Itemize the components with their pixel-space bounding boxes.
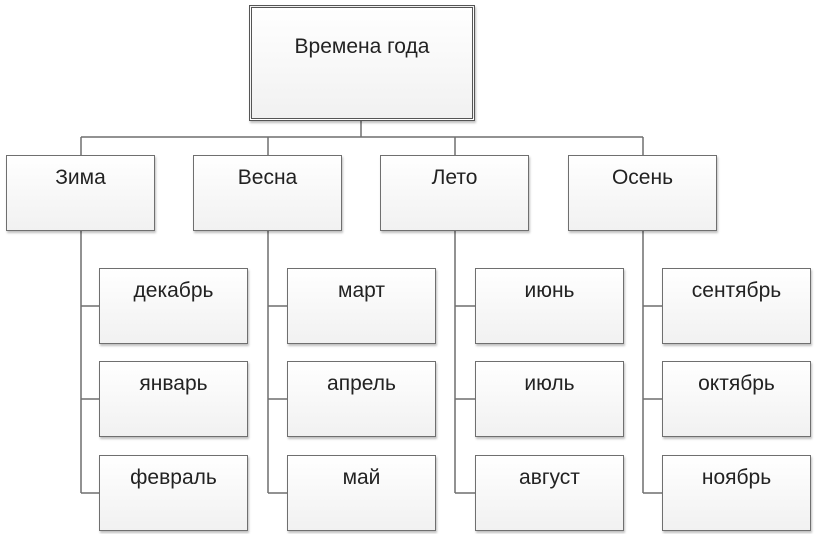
month-node: июль bbox=[475, 361, 624, 437]
month-node: февраль bbox=[99, 455, 248, 531]
month-node: январь bbox=[99, 361, 248, 437]
month-node: октябрь bbox=[662, 361, 811, 437]
month-label: апрель bbox=[327, 372, 396, 395]
month-label: март bbox=[338, 279, 385, 302]
month-label: январь bbox=[139, 372, 208, 395]
season-node-autumn: Осень bbox=[568, 155, 717, 231]
season-label: Осень bbox=[611, 166, 674, 189]
month-label: февраль bbox=[130, 466, 217, 489]
season-node-summer: Лето bbox=[380, 155, 529, 231]
month-node: сентябрь bbox=[662, 268, 811, 344]
month-label: ноябрь bbox=[701, 466, 772, 489]
month-label: июнь bbox=[524, 279, 575, 302]
month-label: октябрь bbox=[698, 372, 775, 395]
month-node: декабрь bbox=[99, 268, 248, 344]
month-node: март bbox=[287, 268, 436, 344]
month-node: май bbox=[287, 455, 436, 531]
month-node: апрель bbox=[287, 361, 436, 437]
month-label: сентябрь bbox=[691, 279, 782, 302]
season-node-spring: Весна bbox=[193, 155, 342, 231]
month-node: август bbox=[475, 455, 624, 531]
month-label: май bbox=[342, 466, 381, 489]
season-label: Лето bbox=[431, 166, 478, 189]
root-node: Времена года bbox=[249, 5, 475, 121]
month-node: июнь bbox=[475, 268, 624, 344]
season-label: Весна bbox=[237, 166, 298, 189]
month-node: ноябрь bbox=[662, 455, 811, 531]
season-node-winter: Зима bbox=[6, 155, 155, 231]
root-label: Времена года bbox=[294, 35, 430, 58]
month-label: август bbox=[519, 466, 580, 489]
month-label: декабрь bbox=[133, 279, 214, 302]
month-label: июль bbox=[524, 372, 575, 395]
season-label: Зима bbox=[55, 166, 106, 189]
